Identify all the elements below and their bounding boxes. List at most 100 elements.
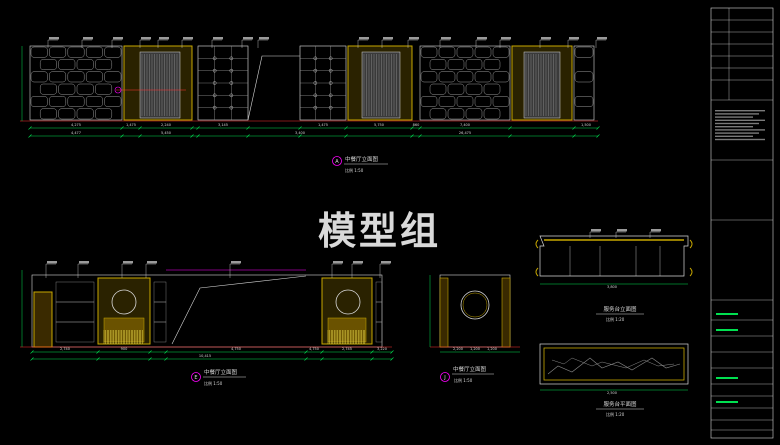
stone-tile xyxy=(456,71,474,83)
leader-note xyxy=(353,261,363,264)
dim-text: 4,750 xyxy=(309,347,319,351)
stone-tile xyxy=(30,46,48,58)
dim-text: 3,220 xyxy=(377,347,387,351)
stone-tile xyxy=(30,71,48,83)
view-scale-j: 比例 1:50 xyxy=(454,377,473,383)
wall-tile xyxy=(153,281,167,303)
stone-tile xyxy=(85,71,103,83)
view-title-e: 中餐厅立面图 xyxy=(204,368,238,376)
note-line xyxy=(715,119,765,121)
stone-tile xyxy=(429,108,447,120)
stone-tile xyxy=(420,46,438,58)
view-id-j: J xyxy=(443,375,445,381)
dimension-ticks-e xyxy=(30,350,394,361)
counter-elevation: 3,800 服务台立面图 比例 1:20 xyxy=(535,229,693,322)
dim-text: 1,500 xyxy=(581,123,591,127)
dim-tick xyxy=(410,126,414,130)
leader-note xyxy=(147,261,157,264)
stone-tile xyxy=(429,59,447,70)
leader-note xyxy=(383,37,393,40)
dim-tick xyxy=(30,350,34,354)
dim-tick xyxy=(246,126,250,130)
title-block-notes xyxy=(715,110,765,403)
stone-tile xyxy=(492,96,510,107)
stone-tile xyxy=(447,108,465,120)
stone-tile xyxy=(67,96,85,107)
view-title-counter-plan: 服务台平面图 xyxy=(603,400,637,408)
leader-note xyxy=(47,261,57,264)
stone-tile xyxy=(465,108,483,120)
dim-tick xyxy=(298,134,302,138)
dim-tick xyxy=(596,126,600,130)
dim-counter: 3,800 xyxy=(607,285,617,289)
dim-tick xyxy=(120,134,124,138)
dim-tick xyxy=(344,134,348,138)
dim-tick xyxy=(418,134,422,138)
grille-knot xyxy=(313,93,318,98)
dim-tick xyxy=(572,134,576,138)
stone-tile xyxy=(420,96,438,107)
stone-tile xyxy=(49,46,67,58)
stone-tile xyxy=(104,71,122,83)
dim-tick xyxy=(572,126,576,130)
dim-tick xyxy=(138,126,142,130)
leader-note xyxy=(259,37,269,40)
stone-panel-right xyxy=(420,46,510,120)
note-line xyxy=(715,132,759,134)
grille-knot xyxy=(328,93,333,98)
fringe-panel-1 xyxy=(103,330,143,344)
stone-tile xyxy=(420,71,438,83)
stone-tile xyxy=(447,83,465,95)
wall-tile xyxy=(375,321,383,343)
stone-tile xyxy=(474,46,492,58)
dim-tick xyxy=(28,126,32,130)
stone-tile xyxy=(58,59,76,70)
callout-leaders-counter xyxy=(589,229,661,238)
leader-note xyxy=(477,37,487,40)
wall-tile xyxy=(55,321,95,343)
leader-note xyxy=(213,37,223,40)
stone-tile xyxy=(474,71,492,83)
dim-text: 2,745 xyxy=(342,347,352,351)
stone-tile xyxy=(39,108,57,120)
wall-tile xyxy=(55,301,95,323)
stone-tile xyxy=(76,108,94,120)
stone-tile xyxy=(49,71,67,83)
dim-text: 4,477 xyxy=(71,131,81,135)
dim-tick xyxy=(304,350,308,354)
view-scale-a: 比例 1:50 xyxy=(345,167,364,173)
dim-text: 7,400 xyxy=(460,123,470,127)
leader-note xyxy=(569,37,579,40)
stone-tile xyxy=(67,46,85,58)
title-block-field xyxy=(716,377,738,379)
grille-knot xyxy=(212,56,217,61)
dim-tick xyxy=(418,126,422,130)
stone-tile xyxy=(30,96,48,107)
view-scale-e: 比例 1:50 xyxy=(204,380,223,386)
dim-tick xyxy=(164,350,168,354)
view-id-a: A xyxy=(335,159,339,165)
title-block-field xyxy=(716,401,738,403)
grille-panel-2 xyxy=(299,45,347,121)
stone-tile xyxy=(492,46,510,58)
grille-knot xyxy=(229,105,234,110)
wall-tile xyxy=(55,281,95,303)
dim-tick xyxy=(320,357,324,361)
fringe-panel-2 xyxy=(327,330,366,344)
title-block-field xyxy=(716,313,738,315)
grille-knot xyxy=(212,93,217,98)
view-title-j: 中餐厅立面图 xyxy=(453,365,487,373)
title-block-rows xyxy=(711,19,773,431)
stone-tile xyxy=(574,96,594,107)
view-title-a: 中餐厅立面图 xyxy=(345,155,379,163)
dim-tick xyxy=(120,126,124,130)
grille-knot xyxy=(313,81,318,85)
dim-tick xyxy=(30,357,34,361)
dim-text: 900 xyxy=(121,347,128,351)
stone-tile xyxy=(85,46,103,58)
dim-text: 26,475 xyxy=(459,131,471,135)
